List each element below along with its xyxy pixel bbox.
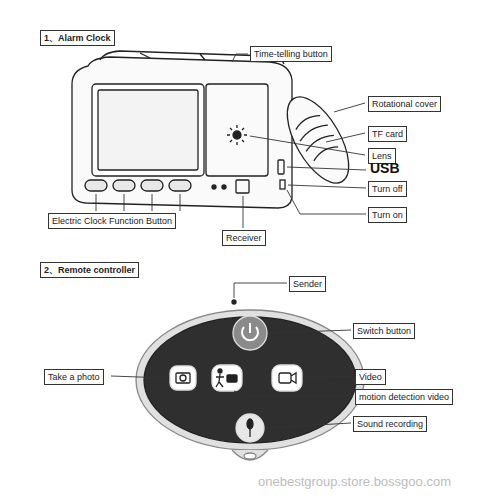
label-text: Electric Clock Function Button — [52, 215, 172, 227]
callout-label: motion detection video — [355, 389, 453, 405]
sound-button — [236, 414, 264, 442]
label-text: Receiver — [226, 232, 262, 244]
clock-screen-frame — [92, 84, 204, 176]
remote-rim — [136, 310, 364, 450]
port-label: USB — [370, 160, 400, 176]
callout-label: Sender — [289, 276, 326, 292]
remote-tab — [232, 450, 268, 460]
label-text: Turn off — [372, 183, 403, 195]
clock-screen — [98, 90, 198, 170]
callout-label: Turn off — [368, 181, 407, 197]
switch-button — [233, 316, 267, 350]
function-buttons — [85, 180, 191, 191]
label-text: Sound recording — [357, 418, 423, 430]
section-heading: 1、Alarm Clock — [40, 30, 115, 46]
label-text: Rotational cover — [372, 98, 437, 110]
sender-point — [232, 300, 236, 304]
rotational-cover — [275, 87, 361, 192]
callout-label: TF card — [368, 126, 407, 142]
callout-label: Switch button — [353, 323, 415, 339]
indicator-dot — [212, 185, 216, 189]
label-text: Take a photo — [48, 371, 100, 383]
lens-icon — [227, 125, 247, 145]
label-text: Turn on — [372, 209, 403, 221]
indicator-dot — [222, 185, 226, 189]
label-text: Switch button — [357, 325, 411, 337]
callout-label: Time-telling button — [250, 46, 332, 62]
photo-button — [170, 366, 196, 390]
clock-body — [72, 57, 292, 208]
label-text: Sender — [293, 278, 322, 290]
label-text: motion detection video — [359, 391, 449, 403]
power-switch — [280, 180, 285, 189]
receiver-window — [236, 180, 249, 193]
lens-panel — [206, 84, 268, 176]
label-text: TF card — [372, 128, 403, 140]
motion-button — [212, 365, 242, 391]
callout-label: Receiver — [222, 230, 266, 246]
label-text: Video — [359, 371, 382, 383]
callout-label: Take a photo — [44, 369, 104, 385]
label-text: 2、Remote controller — [44, 264, 135, 276]
time-telling-button — [140, 53, 205, 60]
section-heading: 2、Remote controller — [40, 262, 139, 278]
callout-label: Electric Clock Function Button — [48, 213, 176, 229]
label-text: 1、Alarm Clock — [44, 32, 111, 44]
usb-port — [278, 160, 284, 174]
video-button — [272, 365, 302, 391]
callout-label: Video — [355, 369, 386, 385]
label-text: Time-telling button — [254, 48, 328, 60]
callout-label: Rotational cover — [368, 96, 441, 112]
callout-label: Sound recording — [353, 416, 427, 432]
remote-body — [144, 317, 356, 443]
remote-hole — [244, 453, 256, 459]
callout-label: Turn on — [368, 207, 407, 223]
leader-lines — [96, 54, 366, 428]
watermark: onebestgroup.store.bossgoo.com — [258, 474, 451, 489]
